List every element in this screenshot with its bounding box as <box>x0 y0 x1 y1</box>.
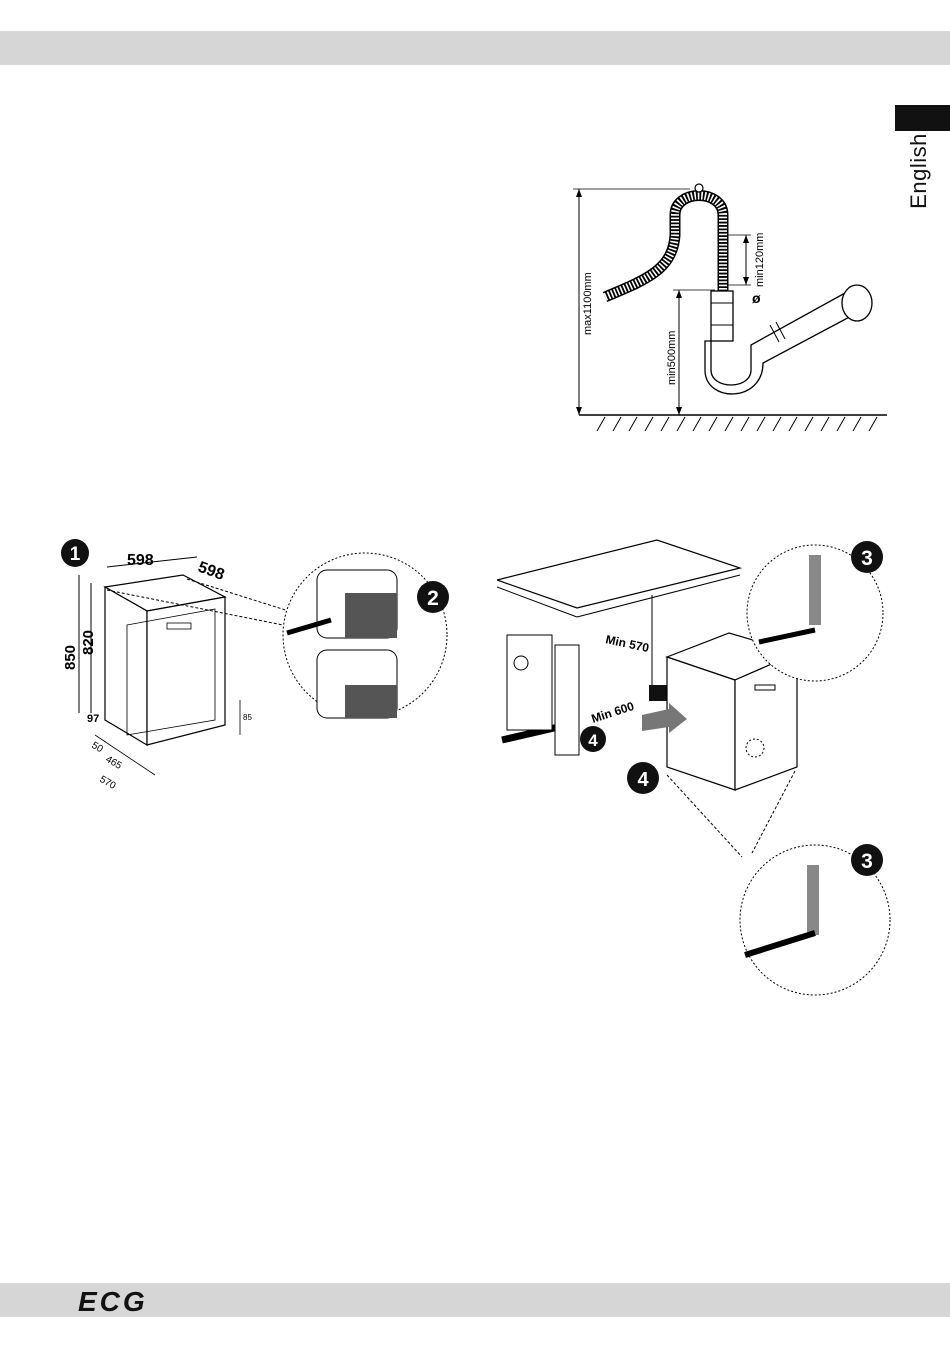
language-tab-marker <box>895 105 950 131</box>
dim-85-label: 85 <box>243 713 252 722</box>
dim-97-label: 97 <box>87 713 99 725</box>
drain-hose-diagram: max1100mm min500mm min120mm ø <box>565 175 895 435</box>
svg-text:2: 2 <box>427 587 439 610</box>
ecg-logo: ECG <box>78 1287 174 1315</box>
svg-text:ECG: ECG <box>78 1287 148 1315</box>
svg-text:4: 4 <box>637 769 649 791</box>
max-height-label: max1100mm <box>582 272 594 335</box>
dishwasher-dimensions-diagram: 1 598 598 850 820 97 50 465 570 85 2 <box>55 535 465 795</box>
svg-text:3: 3 <box>861 850 873 873</box>
dim-570-label: 570 <box>98 774 118 792</box>
min-width-opening-label: Min 600 <box>590 699 636 726</box>
svg-text:4: 4 <box>588 731 598 750</box>
svg-text:1: 1 <box>70 544 81 565</box>
svg-text:3: 3 <box>861 547 873 570</box>
width-label: 598 <box>127 552 154 569</box>
language-tab-label: English <box>894 138 944 204</box>
header-bar <box>0 31 950 65</box>
diameter-symbol: ø <box>752 290 761 306</box>
min-height-label: min500mm <box>666 331 678 385</box>
height-body-label: 820 <box>80 630 97 655</box>
height-total-label: 850 <box>62 645 79 670</box>
dim-465-label: 465 <box>104 754 124 772</box>
dim-50-label: 50 <box>90 740 106 755</box>
depth-label: 598 <box>196 559 227 584</box>
min-clearance-label: min120mm <box>754 233 766 287</box>
dishwasher-installation-diagram: Min 570 Min 600 4 4 3 3 <box>497 535 897 1000</box>
min-height-opening-label: Min 570 <box>604 632 650 655</box>
